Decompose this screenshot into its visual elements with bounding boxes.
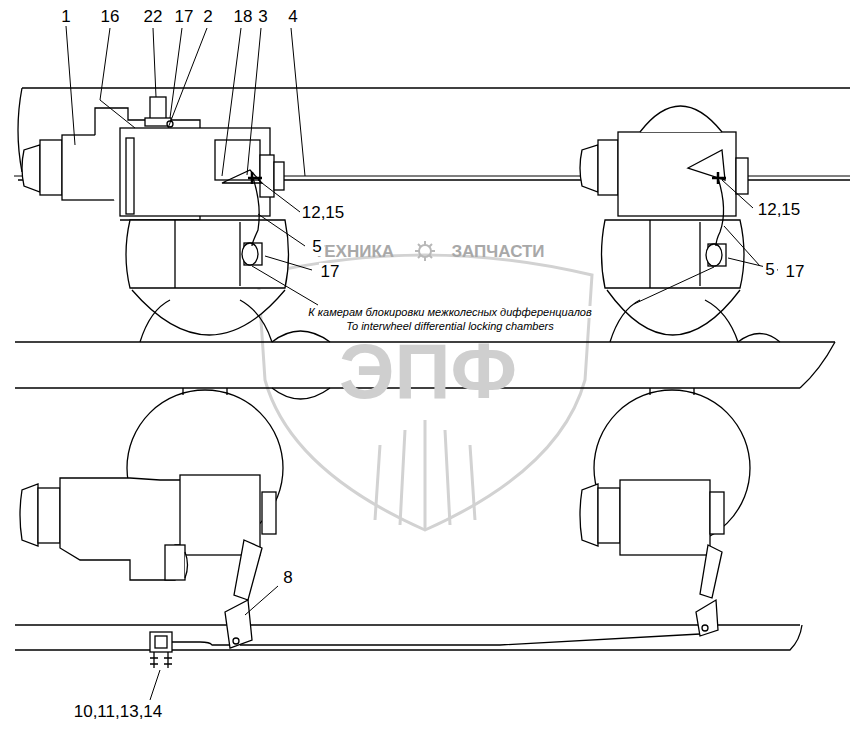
leader-line: [66, 26, 778, 700]
callout-number: 17: [319, 263, 342, 282]
callout-number: 3: [256, 8, 269, 27]
callout-number: 18: [232, 8, 255, 27]
callout-number: 22: [142, 8, 165, 27]
callout-number: 5: [310, 238, 323, 257]
rear-axle: [580, 106, 748, 335]
callout-number: 2: [201, 8, 214, 27]
watermark-gear: [415, 241, 435, 261]
callout-number: 12,15: [756, 201, 803, 220]
valve: [150, 632, 172, 668]
callout-number: 16: [99, 8, 122, 27]
callout-number: 17: [173, 8, 196, 27]
air-line: [172, 634, 700, 645]
callout-number: 17: [784, 263, 807, 282]
watermark-text: ТЕХНИКА: [312, 243, 396, 262]
callout-number: 8: [281, 569, 294, 588]
callout-number: 4: [286, 8, 299, 27]
watermark-logo: ЭПФ: [337, 329, 519, 415]
callout-number: 1: [59, 8, 72, 27]
callout-number: 5: [763, 261, 776, 280]
note-text: К камерам блокировки межколесных диффере…: [306, 306, 593, 318]
watermark-text: ЗАПЧАСТИ: [449, 243, 546, 262]
bottom-axle-right: [580, 480, 724, 555]
control-lever: [225, 540, 722, 648]
frame-rail-bottom: [15, 625, 802, 650]
watermark-shield: [258, 255, 592, 530]
bottom-axle-left: [20, 475, 276, 580]
callout-number: 12,15: [300, 204, 347, 223]
hose: [222, 150, 726, 246]
callout-number: 10,11,13,14: [72, 703, 165, 722]
front-rear-axle: [22, 97, 289, 335]
